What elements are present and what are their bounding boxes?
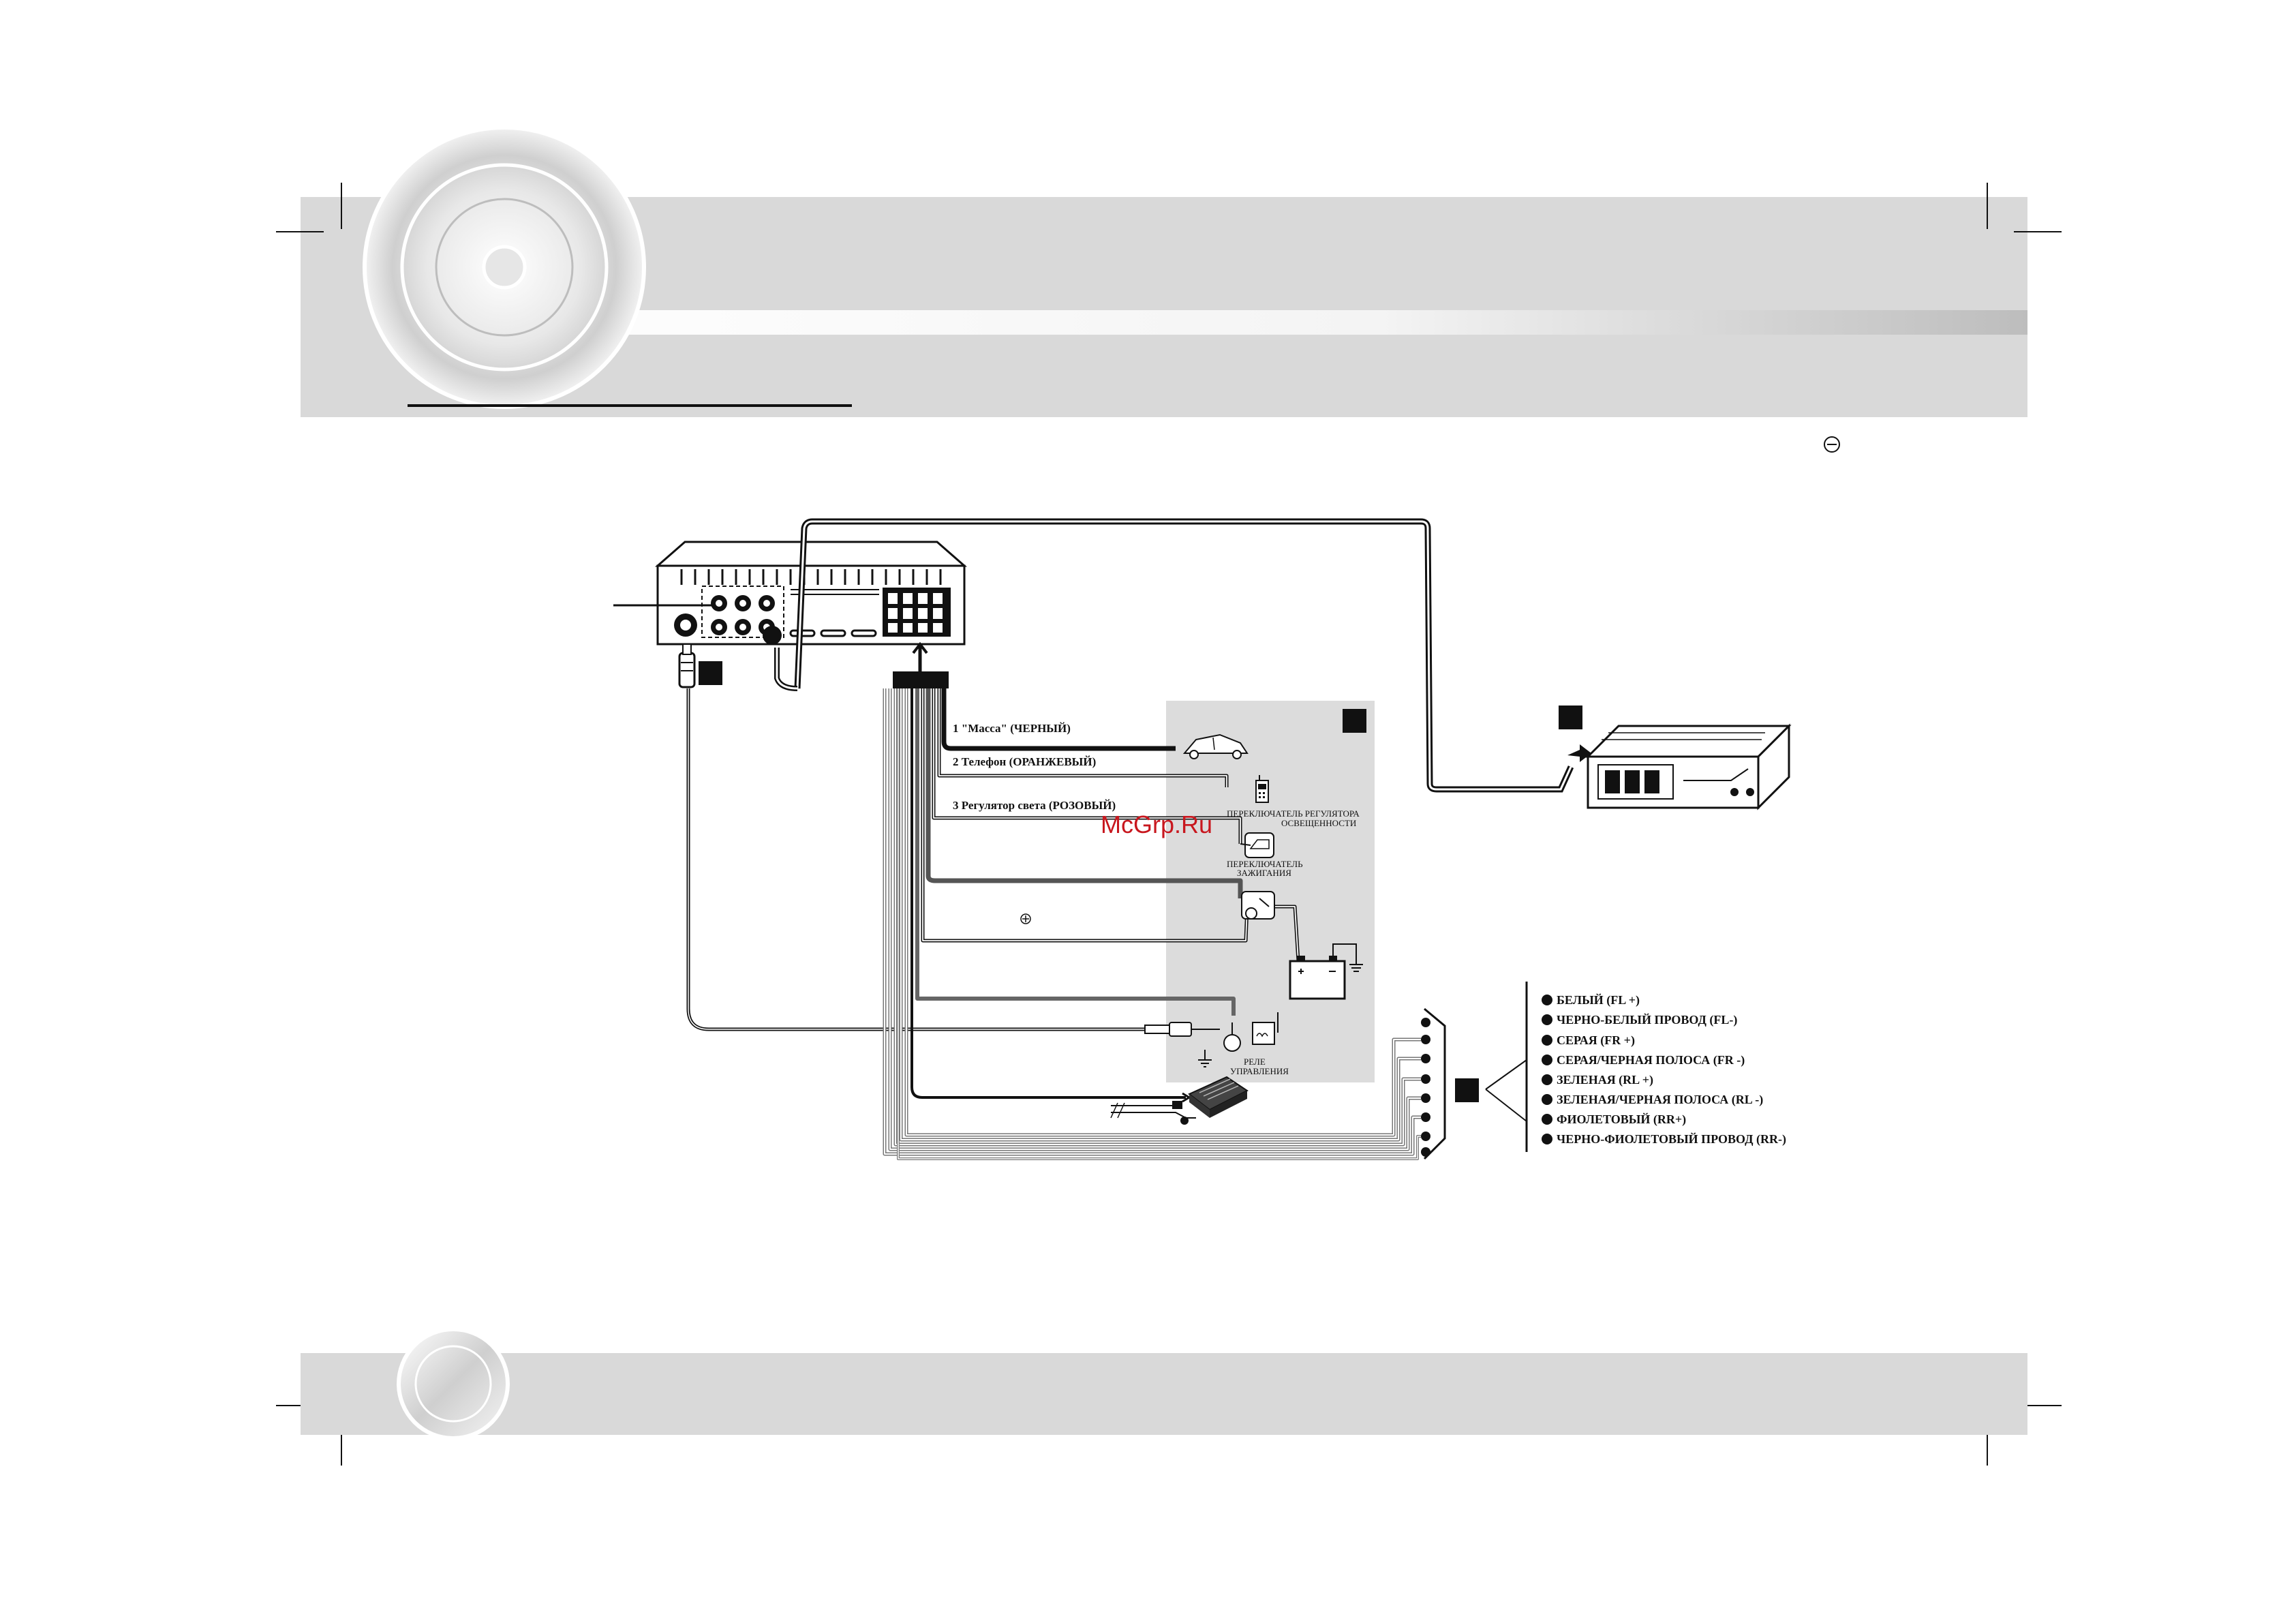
legend-item-fl-minus: ЧЕРНО-БЕЛЫЙ ПРОВОД (FL-) — [1542, 1012, 1737, 1027]
legend-item-rl-plus: ЗЕЛЕНАЯ (RL +) — [1542, 1073, 1653, 1087]
label-relay-2: УПРАВЛЕНИЯ — [1230, 1066, 1289, 1076]
svg-text:БЕЛЫЙ (FL +): БЕЛЫЙ (FL +) — [1557, 992, 1640, 1007]
legend-item-fr-minus: СЕРАЯ/ЧЕРНАЯ ПОЛОСА (FR -) — [1542, 1053, 1745, 1067]
header-band — [301, 125, 2027, 417]
label-ignition-1: ПЕРЕКЛЮЧАТЕЛЬ — [1227, 859, 1303, 869]
label-light-switch-2: ОСВЕЩЕННОСТИ — [1281, 818, 1356, 828]
svg-text:СЕРАЯ/ЧЕРНАЯ ПОЛОСА (FR -): СЕРАЯ/ЧЕРНАЯ ПОЛОСА (FR -) — [1557, 1053, 1745, 1067]
wire-acc — [925, 688, 1243, 898]
callout-boxes — [699, 661, 1582, 1102]
footer-disc-logo — [397, 1327, 510, 1440]
label-relay-1: РЕЛЕ — [1244, 1057, 1266, 1067]
harness-wires — [883, 688, 1421, 1160]
label-ignition-2: ЗАЖИГАНИЯ — [1237, 868, 1291, 878]
harness-connector — [893, 671, 949, 688]
speaker-legend: БЕЛЫЙ (FL +) ЧЕРНО-БЕЛЫЙ ПРОВОД (FL-) СЕ… — [1542, 992, 1786, 1147]
light-switch-icon — [1240, 832, 1274, 858]
wire-labels: 1 "Масса" (ЧЕРНЫЙ) 2 Телефон (ОРАНЖЕВЫЙ)… — [953, 722, 1116, 812]
svg-text:ФИОЛЕТОВЫЙ (RR+): ФИОЛЕТОВЫЙ (RR+) — [1557, 1112, 1686, 1127]
head-unit — [613, 541, 967, 646]
rca-plug-relay — [1144, 1022, 1220, 1037]
legend-item-rr-minus: ЧЕРНО-ФИОЛЕТОВЫЙ ПРОВОД (RR-) — [1542, 1132, 1786, 1147]
speaker-connector — [1421, 982, 1528, 1160]
footer-band — [301, 1327, 2027, 1440]
watermark-text: McGrp.Ru — [1101, 810, 1212, 838]
changer-din-socket — [763, 626, 782, 645]
wire-label-dimmer: 3 Регулятор света (РОЗОВЫЙ) — [953, 799, 1116, 812]
svg-text:ЧЕРНО-БЕЛЫЙ ПРОВОД (FL-): ЧЕРНО-БЕЛЫЙ ПРОВОД (FL-) — [1557, 1012, 1737, 1027]
wire-label-ground: 1 "Масса" (ЧЕРНЫЙ) — [953, 722, 1071, 735]
svg-text:ЗЕЛЕНАЯ (RL +): ЗЕЛЕНАЯ (RL +) — [1557, 1073, 1653, 1087]
amplifier-icon — [1110, 1076, 1249, 1125]
svg-text:ЧЕРНО-ФИОЛЕТОВЫЙ ПРОВОД (RR-): ЧЕРНО-ФИОЛЕТОВЫЙ ПРОВОД (RR-) — [1557, 1132, 1786, 1147]
wire-antenna-remote — [915, 688, 1236, 1016]
legend-item-rl-minus: ЗЕЛЕНАЯ/ЧЕРНАЯ ПОЛОСА (RL -) — [1542, 1093, 1763, 1107]
label-light-switch-1: ПЕРЕКЛЮЧАТЕЛЬ РЕГУЛЯТОРА — [1227, 808, 1360, 819]
svg-text:ЗЕЛЕНАЯ/ЧЕРНАЯ ПОЛОСА (RL -): ЗЕЛЕНАЯ/ЧЕРНАЯ ПОЛОСА (RL -) — [1557, 1093, 1763, 1107]
cd-changer-unit — [1567, 723, 1792, 810]
wire-label-phone: 2 Телефон (ОРАНЖЕВЫЙ) — [953, 755, 1096, 768]
legend-item-fl-plus: БЕЛЫЙ (FL +) — [1542, 992, 1640, 1007]
legend-item-fr-plus: СЕРАЯ (FR +) — [1542, 1033, 1635, 1048]
ignition-switch-icon — [1241, 891, 1275, 920]
antenna-socket — [674, 613, 697, 637]
wire-amp-remote — [910, 688, 1186, 1099]
legend-item-rr-plus: ФИОЛЕТОВЫЙ (RR+) — [1542, 1112, 1686, 1127]
plus-symbol-icon — [1020, 913, 1031, 924]
minus-symbol-icon — [1824, 436, 1840, 453]
telephone-icon — [1255, 775, 1269, 803]
component-labels: ПЕРЕКЛЮЧАТЕЛЬ РЕГУЛЯТОРА ОСВЕЩЕННОСТИ ПЕ… — [1227, 808, 1360, 1076]
wire-ground — [941, 688, 1176, 751]
rca-output-block — [701, 586, 784, 638]
svg-text:СЕРАЯ (FR +): СЕРАЯ (FR +) — [1557, 1033, 1635, 1048]
relay-icon — [1198, 1012, 1279, 1067]
car-body-ground-icon — [1182, 733, 1249, 759]
speaker-wires — [883, 688, 1421, 1160]
battery-icon — [1289, 943, 1363, 1000]
